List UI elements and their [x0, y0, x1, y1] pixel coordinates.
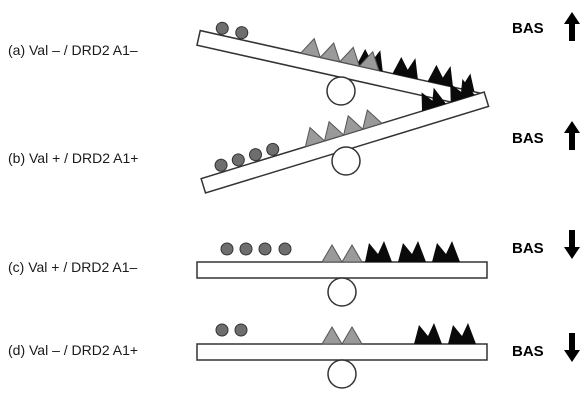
fulcrum-triangle-c-2	[341, 244, 363, 263]
ball-b-3	[249, 148, 263, 162]
ball-c-3	[258, 242, 272, 256]
beam-d	[196, 343, 488, 361]
beam-b	[200, 91, 490, 194]
spikes-b	[421, 78, 475, 112]
ball-c-4	[278, 242, 292, 256]
ball-a-2	[235, 26, 249, 40]
pivot-c	[327, 277, 357, 307]
beam-c	[196, 261, 488, 279]
pivot-d	[327, 359, 357, 389]
panel-d: (d) Val – / DRD2 A1+ BAS	[8, 323, 580, 389]
fulcrum-triangle-a-3	[338, 46, 361, 67]
fulcrum-triangle-a-4	[358, 50, 380, 72]
bas-label-a: BAS	[512, 20, 544, 37]
pivot-a	[326, 76, 356, 106]
fulcrum-triangle-b-3	[342, 114, 364, 136]
fulcrum-triangle-b-4	[362, 109, 383, 130]
panel-c: (c) Val + / DRD2 A1– BAS	[8, 230, 580, 307]
bas-label-b: BAS	[512, 130, 544, 147]
fulcrum-triangle-d-1	[321, 326, 343, 345]
arrow-down-icon-d	[564, 333, 580, 362]
balance-b	[200, 78, 490, 194]
bas-label-d: BAS	[512, 343, 544, 360]
panel-label-a: (a) Val – / DRD2 A1–	[8, 42, 138, 58]
ball-b-4	[266, 142, 280, 156]
arrow-down-icon-c	[564, 230, 580, 259]
panel-b: (b) Val + / DRD2 A1+ BAS	[8, 78, 580, 194]
spikes-d	[414, 323, 476, 344]
ball-c-1	[220, 242, 234, 256]
ball-b-1	[214, 158, 228, 172]
ball-d-2	[234, 323, 248, 337]
arrow-up-icon-b	[564, 121, 580, 150]
spikes-a	[356, 48, 475, 92]
fulcrum-triangle-b-2	[323, 120, 345, 142]
arrow-up-icon-a	[564, 12, 580, 41]
spikes-c	[365, 241, 460, 262]
panel-label-d: (d) Val – / DRD2 A1+	[8, 342, 138, 358]
panel-a: (a) Val – / DRD2 A1– BAS	[8, 12, 580, 110]
ball-a-1	[215, 21, 229, 35]
ball-b-2	[231, 153, 245, 167]
ball-d-1	[215, 323, 229, 337]
pivot-b	[331, 146, 361, 176]
fulcrum-triangle-d-2	[341, 326, 363, 345]
ball-c-2	[239, 242, 253, 256]
panel-label-b: (b) Val + / DRD2 A1+	[8, 150, 138, 166]
fulcrum-triangle-a-1	[299, 37, 322, 59]
panel-label-c: (c) Val + / DRD2 A1–	[8, 259, 138, 275]
bas-label-c: BAS	[512, 240, 544, 257]
fulcrum-triangle-b-1	[304, 126, 326, 148]
balance-a	[196, 21, 485, 110]
fulcrum-triangle-c-1	[321, 244, 343, 263]
fulcrum-triangle-a-2	[319, 42, 341, 63]
